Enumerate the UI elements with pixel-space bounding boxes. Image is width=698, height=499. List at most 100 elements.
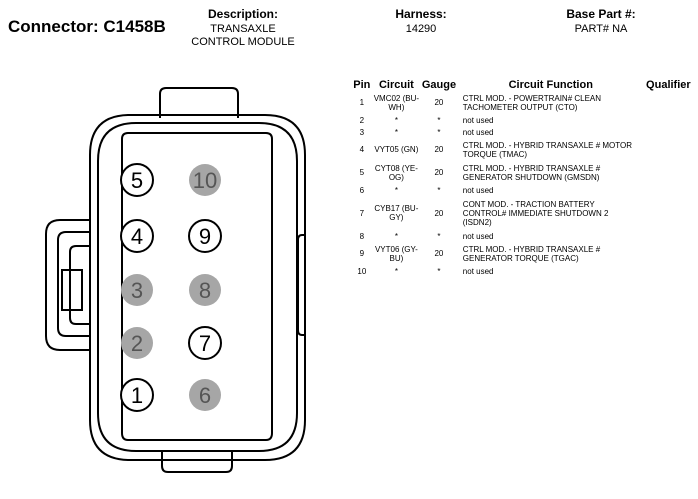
pin-number-label: 7 (199, 331, 211, 356)
connector-pin-1: 1 (120, 378, 154, 412)
connector-pin-2: 2 (121, 327, 153, 359)
pin-cell: 6 (359, 185, 365, 195)
pin-number-label: 3 (131, 278, 143, 303)
function-cell: CTRL MOD. - HYBRID TRANSAXLE # GENERATOR… (462, 163, 601, 182)
circuit-cell: VYT05 (GN) (374, 145, 419, 154)
table-row: 4 VYT05 (GN) 20 CTRL MOD. - HYBRID TRANSAXL… (350, 138, 698, 161)
gauge-cell: 20 (434, 168, 444, 177)
base-part-label: Base Part #: (566, 7, 636, 21)
pin-cell: 10 (357, 266, 367, 276)
gauge-cell: 20 (434, 208, 444, 218)
gauge-cell: * (437, 115, 441, 125)
connector-pin-8: 8 (189, 274, 221, 306)
connector-pin-5: 5 (120, 163, 154, 197)
pin-table: Pin Circuit Gauge Circuit Function Quali… (350, 75, 698, 277)
pin-number-label: 5 (131, 168, 143, 193)
pin-number-label: 4 (131, 224, 143, 249)
function-cell: not used (462, 185, 494, 195)
qualifier-cell (639, 138, 698, 161)
pin-cavity-10 (189, 164, 221, 196)
pin-cavity-9 (188, 219, 222, 253)
pin-cell: 4 (359, 145, 365, 154)
table-row: 9 VYT06 (GY-BU) 20 CTRL MOD. - HYBRID TRANS… (350, 242, 698, 265)
circuit-cell: VYT06 (GY-BU) (374, 244, 418, 263)
harness-block: Harness: 14290 (341, 7, 501, 36)
gauge-cell: * (437, 185, 441, 195)
gauge-cell: * (437, 266, 441, 276)
table-row: 10 * * not used (350, 265, 698, 277)
qualifier-cell (639, 196, 698, 230)
function-cell: CTRL MOD. - HYBRID TRANSAXLE # MOTOR TOR… (462, 140, 633, 159)
pin-number-label: 9 (199, 224, 211, 249)
pin-table-header-row: Pin Circuit Gauge Circuit Function Quali… (350, 75, 698, 91)
connector-pin-6: 6 (189, 379, 221, 411)
connector-pin-4: 4 (120, 219, 154, 253)
description-block: Description: TRANSAXLE CONTROL MODULE (163, 7, 323, 49)
circuit-function-column-header: Circuit Function (508, 79, 593, 91)
pin-cell: 5 (359, 168, 365, 177)
circuit-cell: * (394, 266, 398, 276)
function-cell: CONT MOD. - TRACTION BATTERY CONTROL# IM… (462, 199, 609, 227)
pin-cell: 2 (359, 115, 365, 125)
pin-cell: 1 (359, 98, 365, 107)
function-cell: CTRL MOD. - POWERTRAIN# CLEAN TACHOMETER… (462, 93, 602, 112)
qualifier-cell (639, 114, 698, 126)
gauge-cell: 20 (434, 98, 444, 107)
connector-pin-10: 10 (189, 164, 221, 196)
qualifier-cell (639, 242, 698, 265)
table-row: 7 CYB17 (BU-GY) 20 CONT MOD. - TRACTION BAT… (350, 196, 698, 230)
pin-number-label: 6 (199, 383, 211, 408)
table-row: 8 * * not used (350, 230, 698, 242)
gauge-cell: 20 (434, 249, 444, 258)
function-cell: CTRL MOD. - HYBRID TRANSAXLE # GENERATOR… (462, 244, 601, 263)
pin-cavity-8 (189, 274, 221, 306)
pin-cavity-2 (121, 327, 153, 359)
function-cell: not used (462, 115, 494, 125)
harness-label: Harness: (395, 7, 447, 21)
description-value: TRANSAXLE CONTROL MODULE (191, 23, 295, 48)
function-cell: not used (462, 127, 494, 137)
circuit-cell: * (394, 115, 398, 125)
table-row: 6 * * not used (350, 184, 698, 196)
description-label: Description: (207, 7, 278, 21)
pin-number-label: 10 (193, 168, 217, 193)
circuit-cell: * (394, 127, 398, 137)
qualifier-cell (639, 161, 698, 184)
table-row: 1 VMC02 (BU-WH) 20 CTRL MOD. - POWERTRAIN# … (350, 91, 698, 114)
circuit-cell: CYB17 (BU-GY) (374, 204, 419, 222)
circuit-cell: CYT08 (YE-OG) (374, 163, 418, 182)
qualifier-cell (639, 126, 698, 138)
harness-value: 14290 (405, 23, 437, 35)
circuit-cell: * (394, 185, 398, 195)
pin-cell: 9 (359, 249, 365, 258)
pin-number-label: 1 (131, 383, 143, 408)
pin-cell: 3 (359, 127, 365, 137)
base-part-block: Base Part #: PART# NA (521, 7, 681, 36)
gauge-cell: * (437, 231, 441, 241)
table-row: 5 CYT08 (YE-OG) 20 CTRL MOD. - HYBRID TRANS… (350, 161, 698, 184)
function-cell: not used (462, 231, 494, 241)
qualifier-column-header: Qualifier (646, 79, 691, 91)
connector-title: Connector: C1458B (8, 17, 166, 36)
connector-pin-9: 9 (188, 219, 222, 253)
pin-cell: 7 (359, 208, 365, 218)
gauge-column-header: Gauge (421, 79, 457, 91)
pin-cavity-6 (189, 379, 221, 411)
pin-number-label: 8 (199, 278, 211, 303)
pin-cavity-1 (120, 378, 154, 412)
circuit-column-header: Circuit (378, 79, 414, 91)
circuit-cell: * (394, 231, 398, 241)
connector-pin-7: 7 (188, 326, 222, 360)
circuit-cell: VMC02 (BU-WH) (373, 93, 420, 112)
pin-cavity-3 (121, 274, 153, 306)
qualifier-cell (639, 91, 698, 114)
function-cell: not used (462, 266, 494, 276)
table-row: 2 * * not used (350, 114, 698, 126)
qualifier-cell (639, 230, 698, 242)
qualifier-cell (639, 265, 698, 277)
gauge-cell: * (437, 127, 441, 137)
gauge-cell: 20 (434, 145, 444, 154)
pin-cell: 8 (359, 231, 365, 241)
pin-cavity-7 (188, 326, 222, 360)
connector-pin-3: 3 (121, 274, 153, 306)
